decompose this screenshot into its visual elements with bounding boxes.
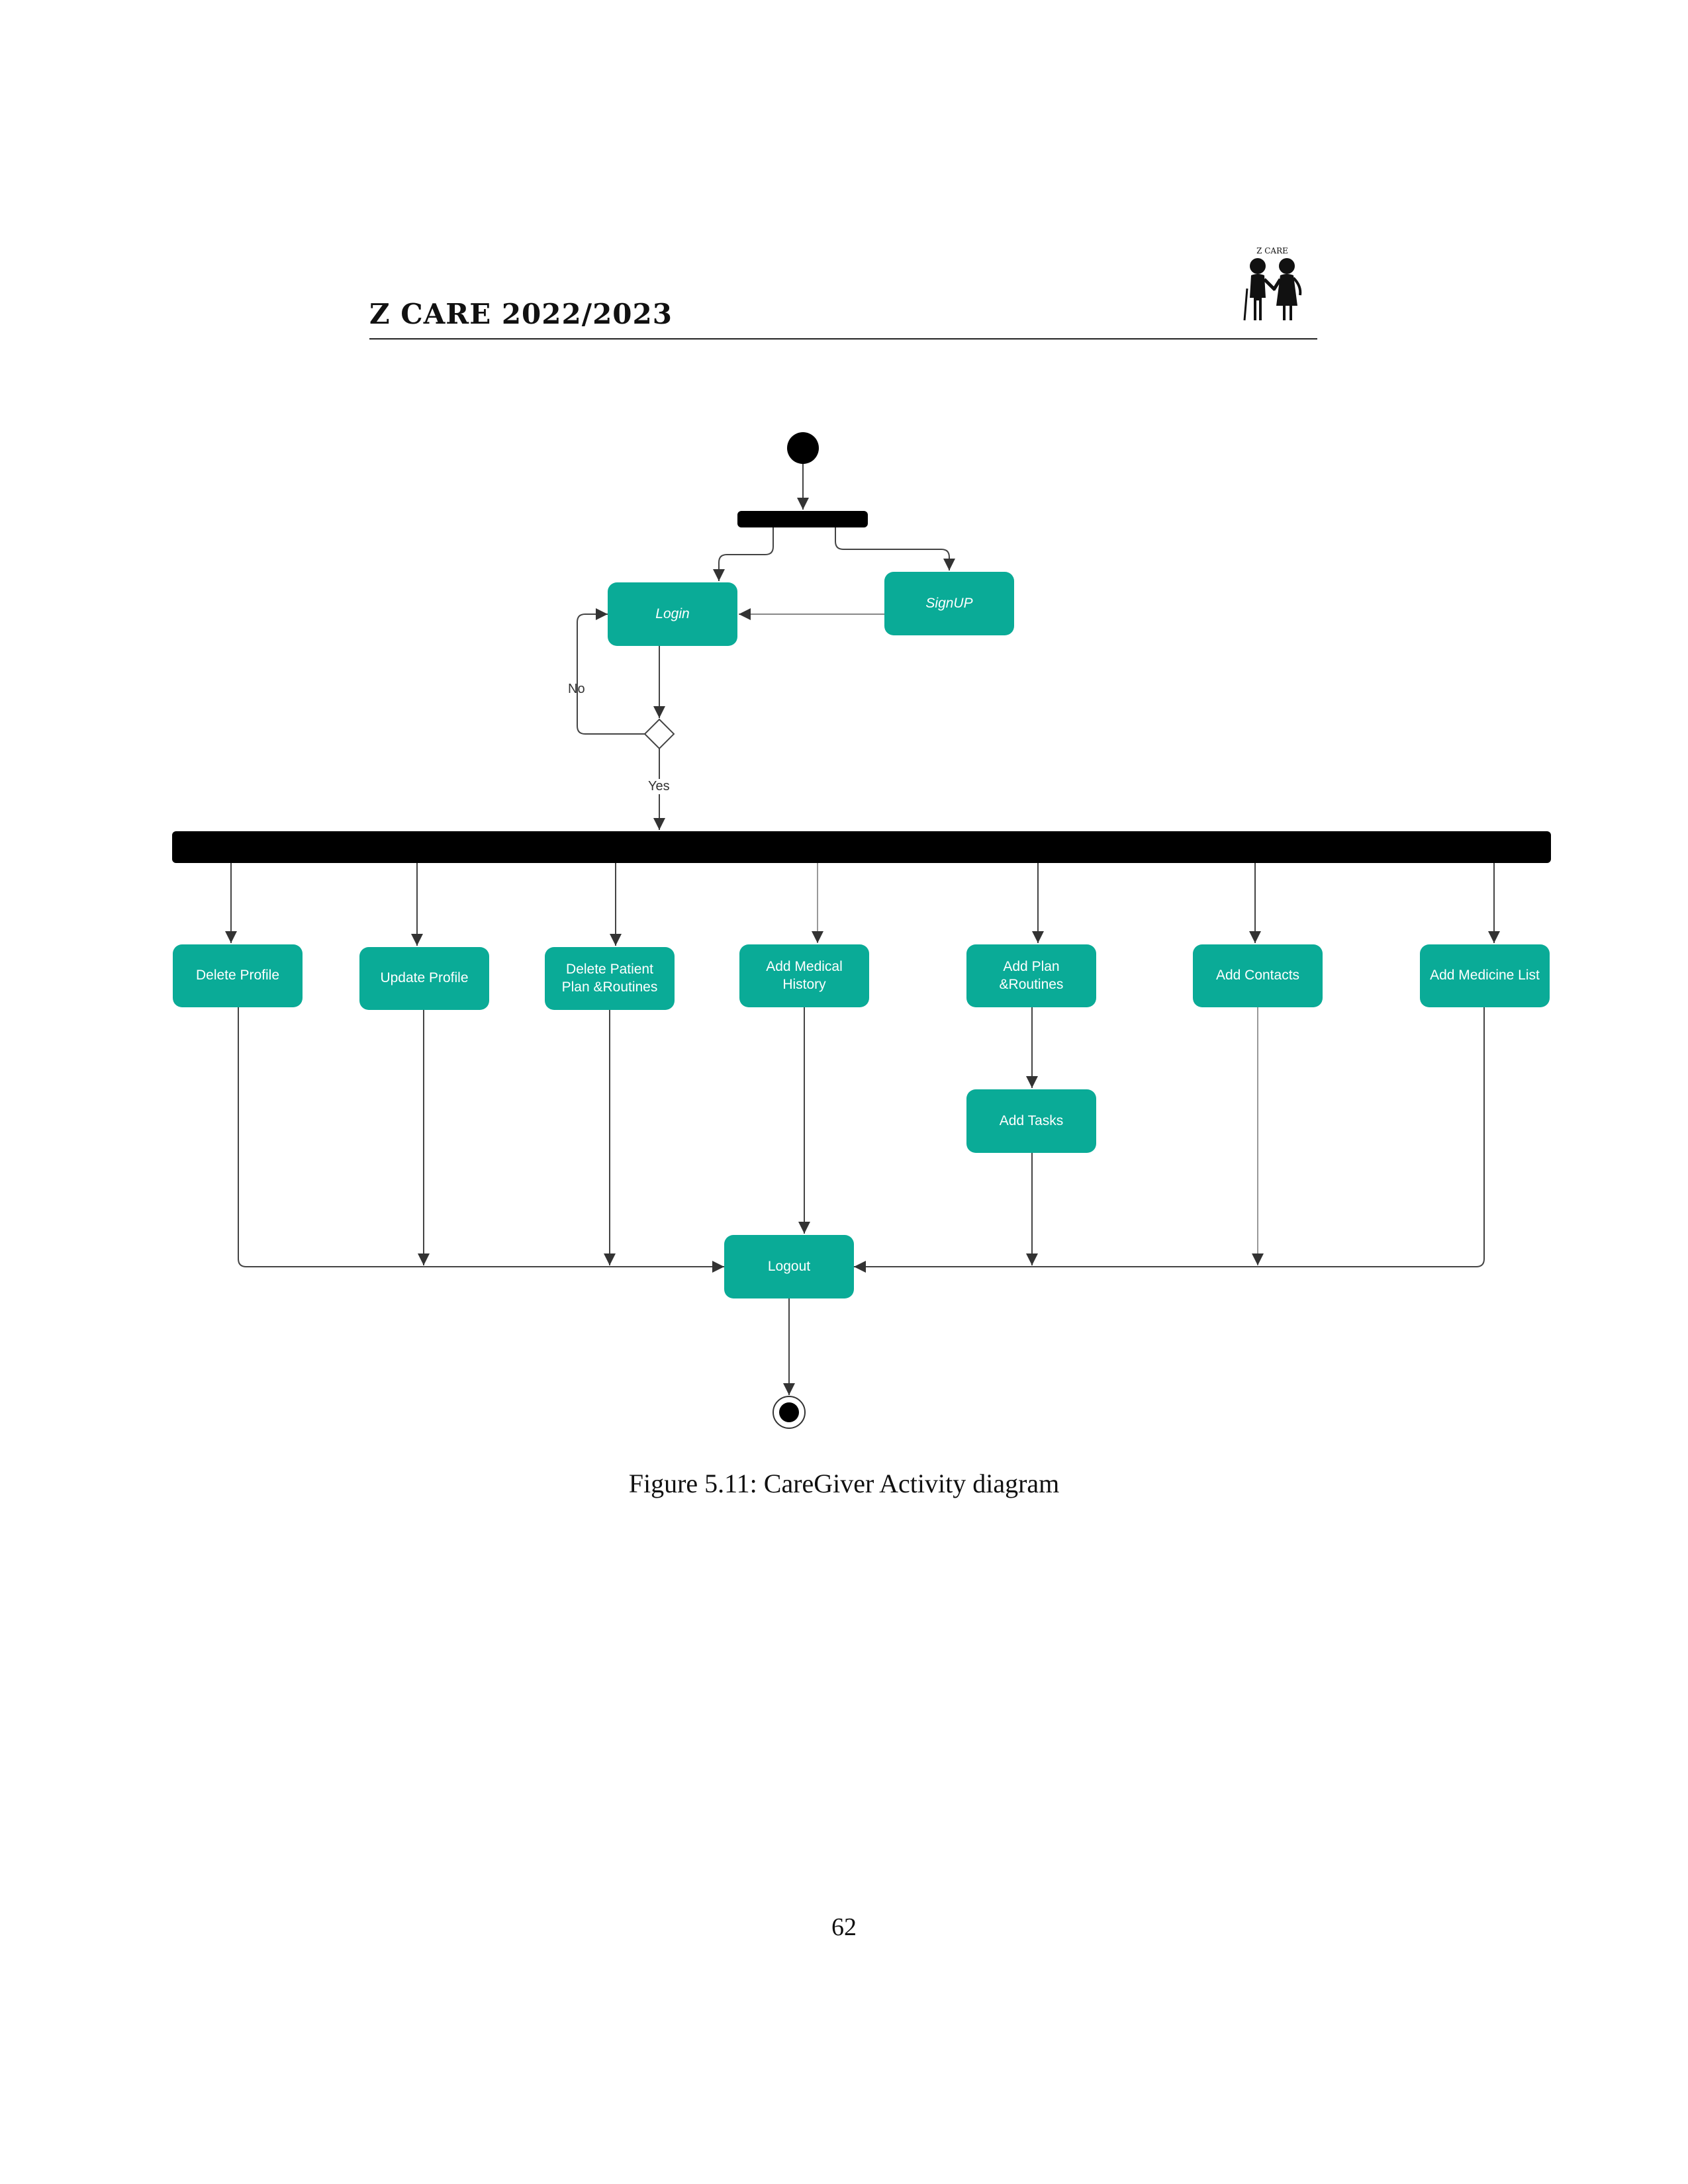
edge-medicine-list-to-logout <box>854 1007 1485 1273</box>
delete-patient-plan-node: Delete Patient Plan &Routines <box>545 947 675 1010</box>
start-node <box>787 432 819 464</box>
fork-bar-main <box>172 831 1551 863</box>
edge-label-no: No <box>568 682 585 696</box>
logo-text: Z CARE <box>1256 246 1288 255</box>
header-rule <box>369 338 1317 340</box>
figure-caption: Figure 5.11: CareGiver Activity diagram <box>628 1469 1060 1498</box>
edge-fork-to-login <box>713 527 774 581</box>
add-medical-history-node: Add Medical History <box>739 944 869 1007</box>
logout-node: Logout <box>724 1235 854 1298</box>
edge-label-yes: Yes <box>647 779 671 794</box>
login-node: Login <box>608 582 737 646</box>
add-medicine-list-node: Add Medicine List <box>1420 944 1550 1007</box>
update-profile-node: Update Profile <box>359 947 489 1010</box>
zcare-logo: Z CARE <box>1239 246 1305 331</box>
edge-fork-to-signup <box>835 527 955 570</box>
add-plan-routines-node: Add Plan &Routines <box>966 944 1096 1007</box>
delete-profile-node: Delete Profile <box>173 944 303 1007</box>
elderly-couple-icon <box>1243 258 1302 321</box>
end-node-dot <box>779 1402 799 1422</box>
signup-node: SignUP <box>884 572 1014 635</box>
page-number: 62 <box>831 1913 857 1941</box>
add-tasks-node: Add Tasks <box>966 1089 1096 1153</box>
edge-delete-profile-to-logout <box>238 1007 724 1273</box>
decision-node <box>643 718 675 750</box>
fork-bar-top <box>737 511 868 527</box>
edge-decision-no <box>577 608 645 735</box>
header-title: Z CARE 2022/2023 <box>369 298 673 330</box>
add-contacts-node: Add Contacts <box>1193 944 1323 1007</box>
